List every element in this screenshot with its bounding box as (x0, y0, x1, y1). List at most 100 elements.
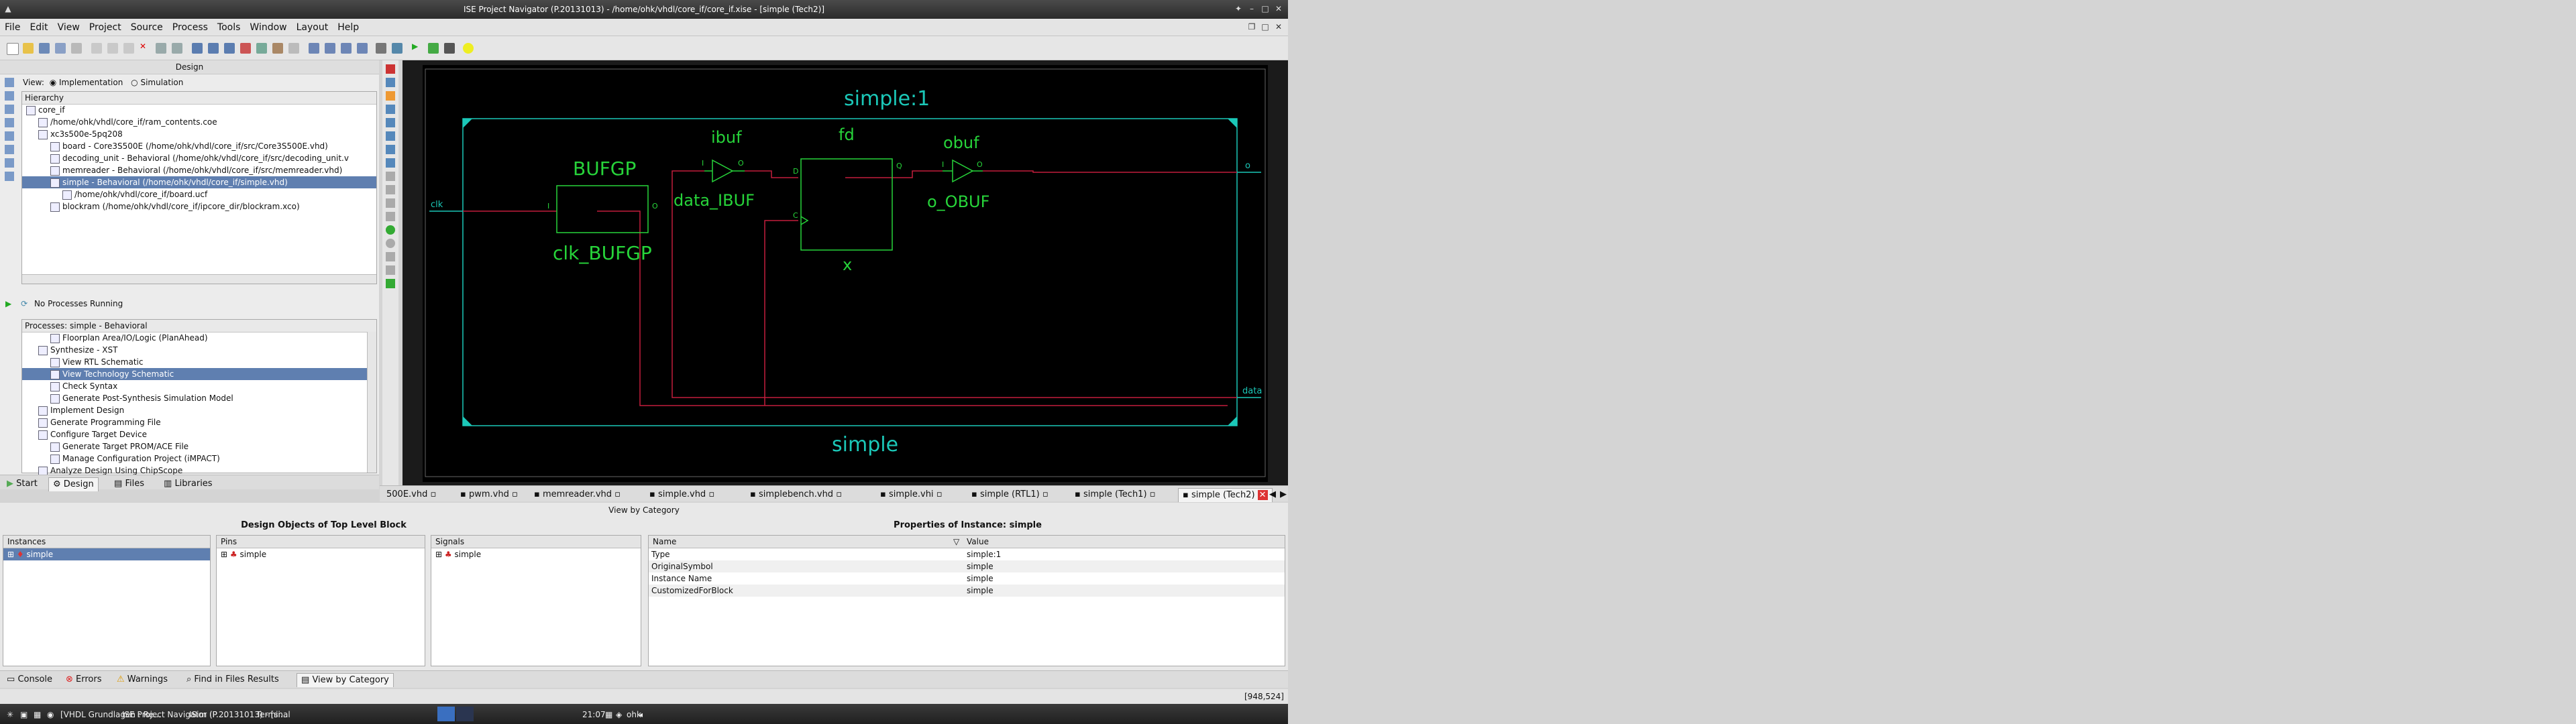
stop-icon[interactable] (444, 43, 455, 54)
trace-icon[interactable] (386, 198, 395, 208)
process-item[interactable]: Generate Target PROM/ACE File (22, 440, 367, 452)
tab-errors[interactable]: ⊗ Errors (66, 674, 102, 684)
menu-view[interactable]: View (57, 22, 80, 33)
save-icon[interactable] (39, 43, 50, 54)
print-icon[interactable] (71, 43, 82, 54)
doc-tab-500e[interactable]: 500E.vhd ▫ (386, 489, 437, 499)
tab-files[interactable]: ▤ Files (114, 479, 144, 489)
zoom-fit-icon[interactable] (386, 131, 395, 141)
add-tool-icon[interactable] (386, 91, 395, 101)
delete-icon[interactable]: ✕ (140, 42, 147, 51)
view-cascade-icon[interactable] (357, 43, 368, 54)
zoom-area-icon[interactable] (386, 145, 395, 154)
paste-icon[interactable] (123, 43, 134, 54)
run-process-icon[interactable]: ▶ (5, 299, 12, 308)
hierarchy-item[interactable]: simple - Behavioral (/home/ohk/vhdl/core… (22, 176, 376, 188)
zoom-sel-icon[interactable] (386, 158, 395, 168)
schematic-icon[interactable] (256, 43, 267, 54)
expand-icon[interactable]: ⊞ (7, 550, 15, 559)
browser-launcher-icon[interactable]: ◉ (47, 710, 54, 719)
doc-tab-simple-vhi[interactable]: ▪ simple.vhi ▫ (880, 489, 943, 499)
hierarchy-item[interactable]: /home/ohk/vhdl/core_if/board.ucf (22, 188, 376, 200)
sort-icon[interactable]: ▽ (953, 537, 960, 546)
hierarchy-item[interactable]: memreader - Behavioral (/home/ohk/vhdl/c… (22, 164, 376, 176)
view-top-icon[interactable] (325, 43, 335, 54)
menu-window[interactable]: Window (250, 22, 287, 33)
tab-warnings[interactable]: ⚠ Warnings (117, 674, 168, 684)
hierarchy-item[interactable]: blockram (/home/ohk/vhdl/core_if/ipcore_… (22, 200, 376, 213)
select-tool-icon[interactable] (386, 64, 395, 74)
open-icon[interactable] (23, 43, 34, 54)
process-item[interactable]: Manage Configuration Project (iMPACT) (22, 452, 367, 465)
process-item[interactable]: Generate Post-Synthesis Simulation Model (22, 392, 367, 404)
simulation-radio[interactable]: ○ (131, 78, 138, 87)
zoom-icon[interactable] (224, 43, 235, 54)
workspace-1[interactable] (437, 707, 455, 721)
run-all-icon[interactable] (428, 43, 439, 54)
hammer-icon[interactable] (376, 43, 386, 54)
pin-row[interactable]: ⊞ ♣ simple (221, 550, 267, 559)
hierarchy-item[interactable]: decoding_unit - Behavioral (/home/ohk/vh… (22, 152, 376, 164)
hierarchy-item[interactable]: board - Core3S500E (/home/ohk/vhdl/core_… (22, 140, 376, 152)
push-icon[interactable] (386, 172, 395, 181)
process-item[interactable]: View Technology Schematic (22, 368, 367, 380)
process-item[interactable]: View RTL Schematic (22, 356, 367, 368)
side-icon-5[interactable] (5, 131, 14, 141)
view-left-icon[interactable] (309, 43, 319, 54)
tab-console[interactable]: ▭ Console (7, 674, 53, 684)
tab-close-icon[interactable]: ▫ (836, 489, 843, 499)
go-icon[interactable] (386, 225, 395, 235)
process-item[interactable]: Generate Programming File (22, 416, 367, 428)
side-icon-7[interactable] (5, 158, 14, 168)
back-icon[interactable] (386, 239, 395, 248)
schematic-canvas[interactable]: simple:1 simple clk o data BUFGP clk_BUF… (423, 65, 1268, 482)
menu-project[interactable]: Project (89, 22, 121, 33)
help-pointer-icon[interactable] (392, 43, 402, 54)
menu-process[interactable]: Process (172, 22, 208, 33)
task-isim[interactable]: ISim (P.20131013) - [si... (189, 710, 288, 719)
network-icon[interactable]: ◈ (616, 710, 623, 719)
forward-icon[interactable] (386, 265, 395, 275)
menu-edit[interactable]: Edit (30, 22, 48, 33)
pan-tool-icon[interactable] (386, 78, 395, 87)
menu-tools[interactable]: Tools (217, 22, 241, 33)
processes-scrollbar[interactable] (367, 332, 376, 473)
side-icon-1[interactable] (5, 78, 14, 87)
tab-close-icon[interactable]: ▫ (708, 489, 715, 499)
find-icon[interactable] (192, 43, 203, 54)
bulb-icon[interactable] (463, 43, 474, 54)
doc-tab-simplebench[interactable]: ▪ simplebench.vhd ▫ (750, 489, 843, 499)
menu-file[interactable]: File (5, 22, 21, 33)
maximize-button[interactable]: □ (1261, 4, 1269, 13)
redo-icon[interactable] (172, 43, 182, 54)
process-item[interactable]: Implement Design (22, 404, 367, 416)
process-item[interactable]: Configure Target Device (22, 428, 367, 440)
doc-tab-memreader[interactable]: ▪ memreader.vhd ▫ (534, 489, 621, 499)
schematic-svg[interactable]: simple:1 simple clk o data BUFGP clk_BUF… (423, 65, 1268, 482)
instance-row[interactable]: ⊞ ♦ simple (3, 548, 210, 560)
tab-close-icon[interactable]: ▫ (430, 489, 437, 499)
zoom-out-icon[interactable] (386, 118, 395, 127)
hierarchy-item[interactable]: xc3s500e-5pq208 (22, 128, 376, 140)
tab-close-icon[interactable]: ▫ (1042, 489, 1049, 499)
tab-libraries[interactable]: ▥ Libraries (164, 479, 213, 489)
hierarchy-item[interactable]: /home/ohk/vhdl/core_if/ram_contents.coe (22, 116, 376, 128)
tab-start[interactable]: ▶ Start (7, 479, 38, 489)
pin-icon[interactable]: ✦ (1234, 4, 1242, 13)
side-icon-3[interactable] (5, 105, 14, 114)
doc-close-button[interactable]: ✕ (1275, 22, 1283, 32)
find-next-icon[interactable] (208, 43, 219, 54)
history-icon[interactable] (386, 252, 395, 261)
copy-icon[interactable] (107, 43, 118, 54)
zoom-in-icon[interactable] (386, 105, 395, 114)
terminal-launcher-icon[interactable]: ▣ (20, 710, 28, 719)
calendar-icon[interactable]: ▦ (605, 710, 613, 719)
doc-restore-button[interactable]: ❐ (1248, 22, 1256, 32)
doc-tab-tech2[interactable]: ▪ simple (Tech2) ✕ (1178, 488, 1273, 502)
doc-tab-rtl1[interactable]: ▪ simple (RTL1) ▫ (971, 489, 1049, 499)
expand-icon[interactable]: ⊞ (435, 550, 443, 559)
process-item[interactable]: Analyze Design Using ChipScope (22, 465, 367, 477)
